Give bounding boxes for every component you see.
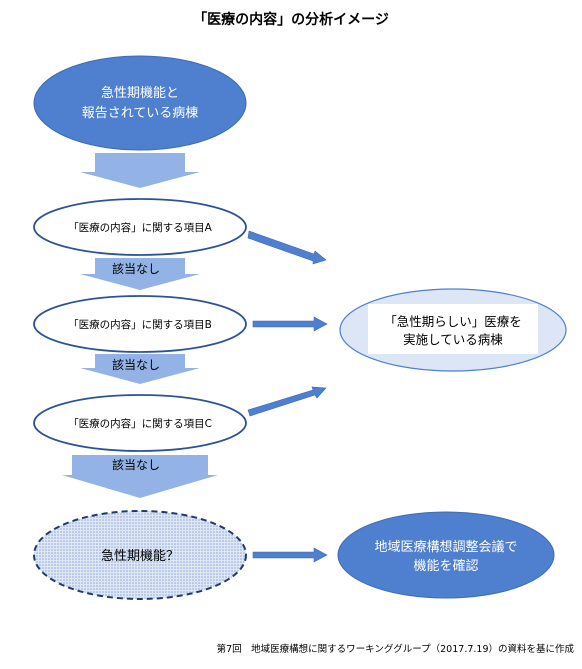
down-arrow-start [80, 153, 200, 188]
down-arrow-b [80, 354, 200, 384]
right-arrow-a [247, 230, 327, 265]
diagram-title: 「医療の内容」の分析イメージ [193, 11, 389, 28]
no-match-label-2: 該当なし [112, 357, 160, 372]
acute-question-label: 急性期機能？ [101, 549, 179, 564]
item-c-label: 「医療の内容」に関する項目C [68, 417, 212, 430]
right-arrow-question [252, 547, 328, 563]
acute-like-line2: 実施している病棟 [403, 332, 503, 347]
item-b-label: 「医療の内容」に関する項目B [68, 318, 212, 331]
no-match-label-1: 該当なし [112, 261, 160, 276]
source-footnote: 第7回 地域医療構想に関するワーキンググループ（2017.7.19）の資料を基に… [217, 643, 575, 655]
start-node-line2: 報告されている病棟 [82, 106, 199, 121]
acute-like-node: 「急性期らしい」医療を 実施している病棟 [339, 288, 567, 372]
down-arrow-a [80, 258, 200, 290]
start-node: 急性期機能と 報告されている病棟 [33, 55, 247, 151]
acute-like-textbox [368, 304, 538, 354]
acute-like-line1: 「急性期らしい」医療を [384, 314, 522, 329]
confirm-line1: 地域医療構想調整会議で [374, 539, 517, 555]
right-arrow-b [252, 316, 328, 332]
item-b-node: 「医療の内容」に関する項目B [33, 295, 247, 353]
confirm-line2: 機能を確認 [413, 558, 478, 574]
item-c-node: 「医療の内容」に関する項目C [33, 394, 247, 452]
item-a-node: 「医療の内容」に関する項目A [33, 198, 247, 256]
item-a-label: 「医療の内容」に関する項目A [68, 221, 212, 234]
confirm-node: 地域医療構想調整会議で 機能を確認 [337, 511, 555, 599]
right-arrow-c [247, 386, 327, 417]
start-node-line1: 急性期機能と [101, 86, 179, 101]
acute-question-node: 急性期機能？ [33, 510, 247, 600]
no-match-label-3: 該当なし [112, 457, 160, 472]
down-arrow-c [62, 455, 218, 498]
